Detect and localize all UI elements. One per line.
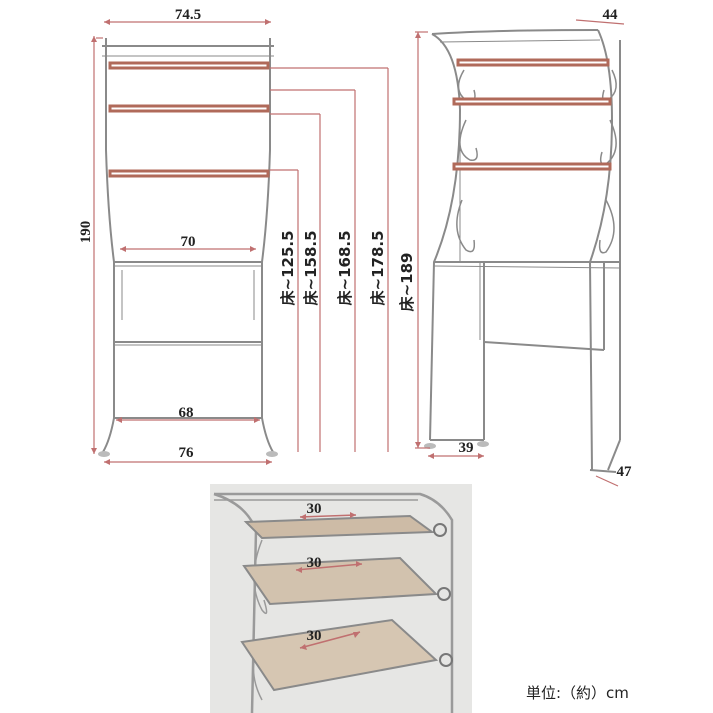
front-foot-right xyxy=(266,451,278,457)
side-shelf-middle xyxy=(452,97,612,106)
photo-bracket-rings xyxy=(433,523,453,667)
shelf-depth-label-middle: 30 xyxy=(307,555,322,571)
front-dimension-lines xyxy=(93,21,389,463)
photo-shelf-bottom xyxy=(240,618,439,692)
side-dimension-arrows xyxy=(415,32,484,459)
shelf-height-label-3: 床~168.5 xyxy=(336,230,354,305)
shelf-height-label-1: 床~125.5 xyxy=(279,230,297,305)
front-feet xyxy=(98,451,278,457)
shelf-depth-label-top: 30 xyxy=(307,501,322,517)
front-dimension-arrows xyxy=(91,19,272,465)
side-total-height-label: 床~189 xyxy=(398,253,416,312)
side-feet xyxy=(424,441,489,449)
front-inner-width-bottom-label: 68 xyxy=(179,405,194,421)
shelf-height-label-4: 床~178.5 xyxy=(369,230,387,305)
side-view: 44 床~189 39 47 xyxy=(398,7,633,487)
front-foot-left xyxy=(98,451,110,457)
front-view: 74.5 190 70 68 76 床~125.5 床~158.5 床~168.… xyxy=(78,7,389,465)
side-base-depth-label: 39 xyxy=(459,440,474,456)
shelf-height-labels: 床~125.5 床~158.5 床~168.5 床~178.5 xyxy=(279,230,387,305)
unit-label: 単位:（約）cm xyxy=(526,684,629,702)
side-dimension-lines xyxy=(415,19,625,487)
photo-shelves xyxy=(240,514,439,692)
side-shelf-bottom xyxy=(452,162,612,171)
front-shelf-middle xyxy=(108,104,270,113)
front-shelves xyxy=(108,61,270,178)
photo-dimension-lines xyxy=(295,514,363,649)
side-frame xyxy=(429,29,621,473)
front-height-label: 190 xyxy=(78,221,94,244)
front-shelf-bottom xyxy=(108,169,270,178)
side-foot-rear xyxy=(477,441,489,447)
shelf-height-label-2: 床~158.5 xyxy=(302,230,320,305)
photo-shelf-top xyxy=(243,514,435,540)
shelf-detail-photo: 30 30 30 xyxy=(210,484,472,713)
front-shelf-top xyxy=(108,61,270,70)
side-shelf-top xyxy=(456,58,610,67)
shelf-depth-label-bottom: 30 xyxy=(307,628,322,644)
side-shelves xyxy=(452,58,612,171)
side-top-depth-label: 44 xyxy=(603,7,619,23)
front-inner-width-mid-label: 70 xyxy=(181,234,196,250)
photo-dimension-arrows xyxy=(296,512,362,650)
photo-shelf-middle xyxy=(242,556,439,606)
front-base-width-label: 76 xyxy=(179,445,195,461)
side-foot-depth-label: 47 xyxy=(617,464,633,480)
front-top-width-label: 74.5 xyxy=(175,7,201,23)
